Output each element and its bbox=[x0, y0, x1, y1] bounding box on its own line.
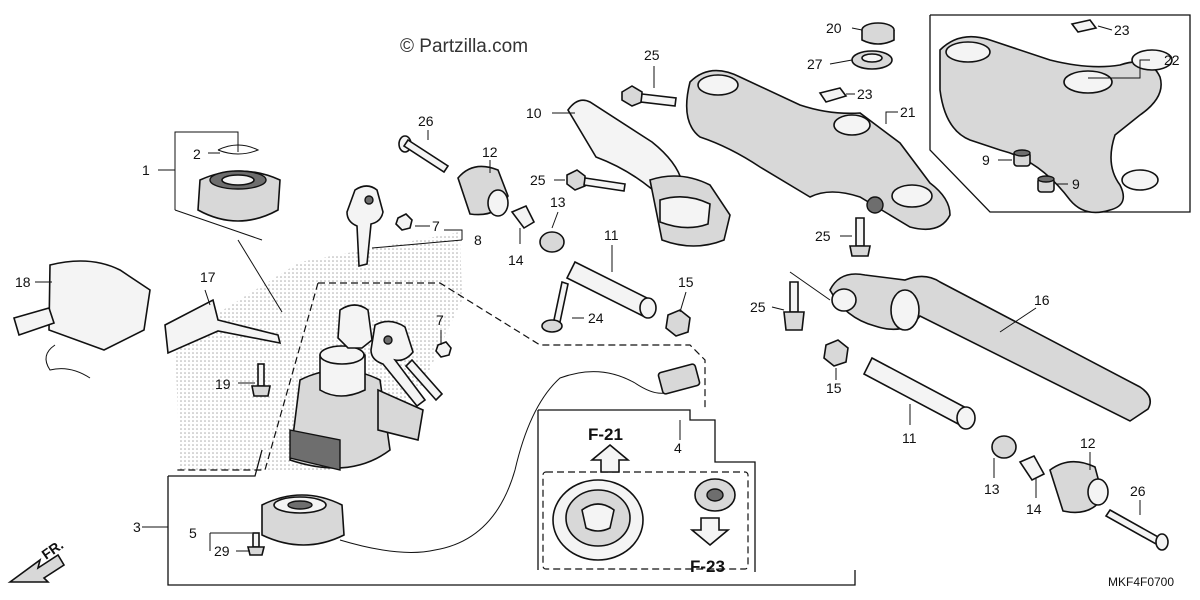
diagram-code: MKF4F0700 bbox=[1108, 575, 1174, 589]
bar-weight-11-right bbox=[862, 356, 976, 430]
collar-14-left bbox=[510, 204, 536, 230]
callout-25c: 25 bbox=[815, 228, 831, 244]
callout-1: 1 bbox=[142, 162, 150, 178]
callout-14b: 14 bbox=[1026, 501, 1042, 517]
assembly-3-box-top bbox=[168, 449, 263, 477]
callout-3: 3 bbox=[133, 519, 141, 535]
leader-lines bbox=[35, 25, 1150, 552]
fuel-cap-reference bbox=[552, 479, 644, 561]
watermark-text: © Partzilla.com bbox=[400, 36, 528, 57]
ignition-switch bbox=[289, 345, 424, 471]
bushing-9a bbox=[1013, 149, 1031, 167]
nut-7b bbox=[435, 341, 452, 358]
nut-15-left bbox=[665, 309, 691, 337]
callout-11a: 11 bbox=[604, 227, 619, 243]
top-bridge-22 bbox=[939, 35, 1173, 214]
bolt-25-left bbox=[566, 169, 626, 192]
bolt-25-top bbox=[621, 85, 677, 107]
callouts: 1 2 18 17 19 26 12 7 8 7 14 13 25 10 25 … bbox=[15, 20, 1180, 559]
callout-29: 29 bbox=[214, 543, 230, 559]
cap-lock-reference bbox=[694, 478, 736, 512]
callout-9a: 9 bbox=[982, 152, 990, 168]
ignition-assembly-outline bbox=[318, 282, 706, 410]
callout-16: 16 bbox=[1034, 292, 1050, 308]
bolt-25-bridge bbox=[849, 217, 871, 257]
ref-label-up: F-21 bbox=[588, 425, 623, 444]
collar-13-right bbox=[991, 435, 1017, 459]
weight-12-right bbox=[1049, 460, 1109, 514]
callout-27: 27 bbox=[807, 56, 823, 72]
callout-5: 5 bbox=[189, 525, 197, 541]
plate-23-mid bbox=[818, 87, 848, 103]
washer-27 bbox=[851, 50, 893, 70]
callout-23b: 23 bbox=[1114, 22, 1130, 38]
callout-13b: 13 bbox=[984, 481, 1000, 497]
callout-20: 20 bbox=[826, 20, 842, 36]
callout-25d: 25 bbox=[750, 299, 766, 315]
bolt-19 bbox=[251, 363, 271, 397]
callout-13a: 13 bbox=[550, 194, 566, 210]
callout-10: 10 bbox=[526, 105, 542, 121]
callout-25a: 25 bbox=[530, 172, 546, 188]
key-8 bbox=[346, 185, 384, 268]
callout-7a: 7 bbox=[432, 218, 440, 234]
assembly-3-box bbox=[167, 476, 856, 586]
handlebar-16 bbox=[829, 273, 1151, 422]
callout-12b: 12 bbox=[1080, 435, 1096, 451]
callout-14a: 14 bbox=[508, 252, 524, 268]
main-keys bbox=[337, 304, 444, 408]
callout-18: 18 bbox=[15, 274, 31, 290]
callout-7b: 7 bbox=[436, 312, 444, 328]
assembly-4-box bbox=[538, 409, 756, 572]
callout-2: 2 bbox=[193, 146, 201, 162]
down-arrow-icon bbox=[689, 517, 731, 547]
collar-13-left bbox=[539, 231, 565, 253]
callout-23a: 23 bbox=[857, 86, 873, 102]
callout-19: 19 bbox=[215, 376, 231, 392]
nut-7a bbox=[395, 213, 413, 231]
nut-15-right bbox=[823, 339, 849, 367]
callout-24: 24 bbox=[588, 310, 604, 326]
front-arrow-icon bbox=[7, 553, 66, 583]
cap-20 bbox=[861, 22, 895, 45]
fuel-cap-box bbox=[542, 471, 749, 570]
callout-15b: 15 bbox=[826, 380, 842, 396]
callout-26a: 26 bbox=[418, 113, 434, 129]
bolt-26-right bbox=[1104, 508, 1169, 551]
handlebar-10 bbox=[567, 99, 731, 247]
connector-4 bbox=[657, 363, 701, 395]
callout-15a: 15 bbox=[678, 274, 694, 290]
bolt-26-left bbox=[398, 135, 450, 174]
snap-ring-2 bbox=[217, 144, 260, 155]
callout-25b: 25 bbox=[644, 47, 660, 63]
collar-14-right bbox=[1018, 454, 1046, 482]
wire-harness-4 bbox=[339, 371, 666, 553]
cover-18 bbox=[13, 260, 151, 379]
callout-8: 8 bbox=[474, 232, 482, 248]
bushing-9b bbox=[1037, 175, 1055, 193]
callout-17: 17 bbox=[200, 269, 216, 285]
up-arrow-icon bbox=[589, 443, 631, 473]
callout-26b: 26 bbox=[1130, 483, 1146, 499]
bolt-25-right bbox=[783, 281, 805, 331]
bracket-17 bbox=[164, 298, 282, 355]
plate-23-box bbox=[1070, 19, 1098, 33]
callout-12a: 12 bbox=[482, 144, 498, 160]
callout-22: 22 bbox=[1164, 52, 1180, 68]
callout-9b: 9 bbox=[1072, 176, 1080, 192]
top-bridge-21 bbox=[685, 69, 951, 231]
sensor-5 bbox=[261, 494, 345, 546]
bar-weight-11-left bbox=[565, 260, 657, 319]
bolt-29 bbox=[246, 532, 266, 556]
callout-21: 21 bbox=[900, 104, 916, 120]
ignition-assembly-outline-2 bbox=[175, 282, 319, 471]
ref-label-down: F-23 bbox=[690, 557, 725, 576]
callout-4: 4 bbox=[674, 440, 682, 456]
weight-12-left bbox=[457, 165, 509, 217]
callout-11b: 11 bbox=[902, 430, 917, 446]
cover-1 bbox=[197, 170, 281, 222]
screw-24 bbox=[541, 280, 569, 333]
front-label: FR. bbox=[39, 536, 67, 562]
